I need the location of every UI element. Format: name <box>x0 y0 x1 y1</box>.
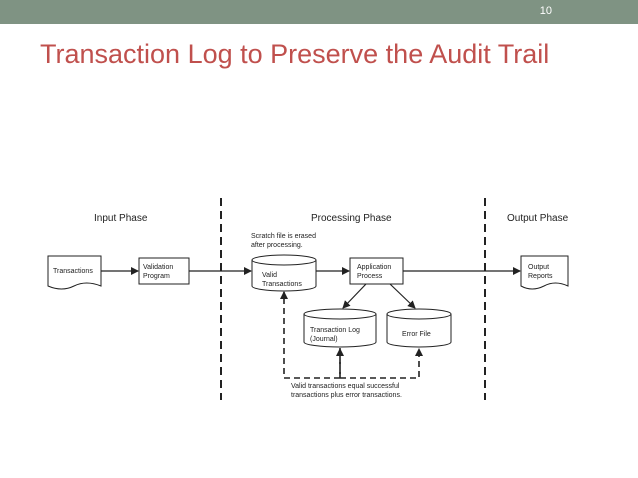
phase-processing-label: Processing Phase <box>311 213 392 224</box>
slide-number: 10 <box>539 5 552 17</box>
application-process-box: Application Process <box>349 257 404 285</box>
transaction-log-storage: Transaction Log (Journal) <box>303 308 377 348</box>
output-reports-document: Output Reports <box>520 255 569 290</box>
application-label-line2: Process <box>357 273 383 280</box>
top-bar: 10 <box>0 0 638 24</box>
valid-transactions-storage: Valid Transactions <box>251 254 317 292</box>
phase-output-label: Output Phase <box>507 213 569 224</box>
diagram-canvas: Input Phase Processing Phase Output Phas… <box>47 198 569 400</box>
transactions-document: Transactions <box>47 255 102 290</box>
transactions-label: Transactions <box>53 268 93 275</box>
error-label: Error File <box>402 331 431 338</box>
output-label-line1: Output <box>528 264 549 271</box>
audit-trail-diagram: Input Phase Processing Phase Output Phas… <box>38 194 600 404</box>
slide-title: Transaction Log to Preserve the Audit Tr… <box>40 39 550 69</box>
validation-label-line2: Program <box>143 273 170 280</box>
error-file-storage: Error File <box>386 308 452 348</box>
valid-label-line1: Valid <box>262 272 277 279</box>
validation-label-line1: Validation <box>143 264 173 271</box>
validation-program-box: Validation Program <box>138 257 190 285</box>
scratch-note-line1: Scratch file is erased <box>251 233 316 240</box>
arrow-application-to-error <box>389 283 416 309</box>
bottom-note-line2: transactions plus error transactions. <box>291 392 402 399</box>
arrow-application-to-log <box>342 283 367 309</box>
dashed-loop-right <box>340 348 423 379</box>
phase-input-label: Input Phase <box>94 213 148 224</box>
log-label-line2: (Journal) <box>310 336 338 343</box>
application-label-line1: Application <box>357 264 391 271</box>
valid-label-line2: Transactions <box>262 281 302 288</box>
scratch-note-line2: after processing. <box>251 242 303 249</box>
log-label-line1: Transaction Log <box>310 327 360 334</box>
output-label-line2: Reports <box>528 273 553 280</box>
bottom-note-line1: Valid transactions equal successful <box>291 383 400 390</box>
